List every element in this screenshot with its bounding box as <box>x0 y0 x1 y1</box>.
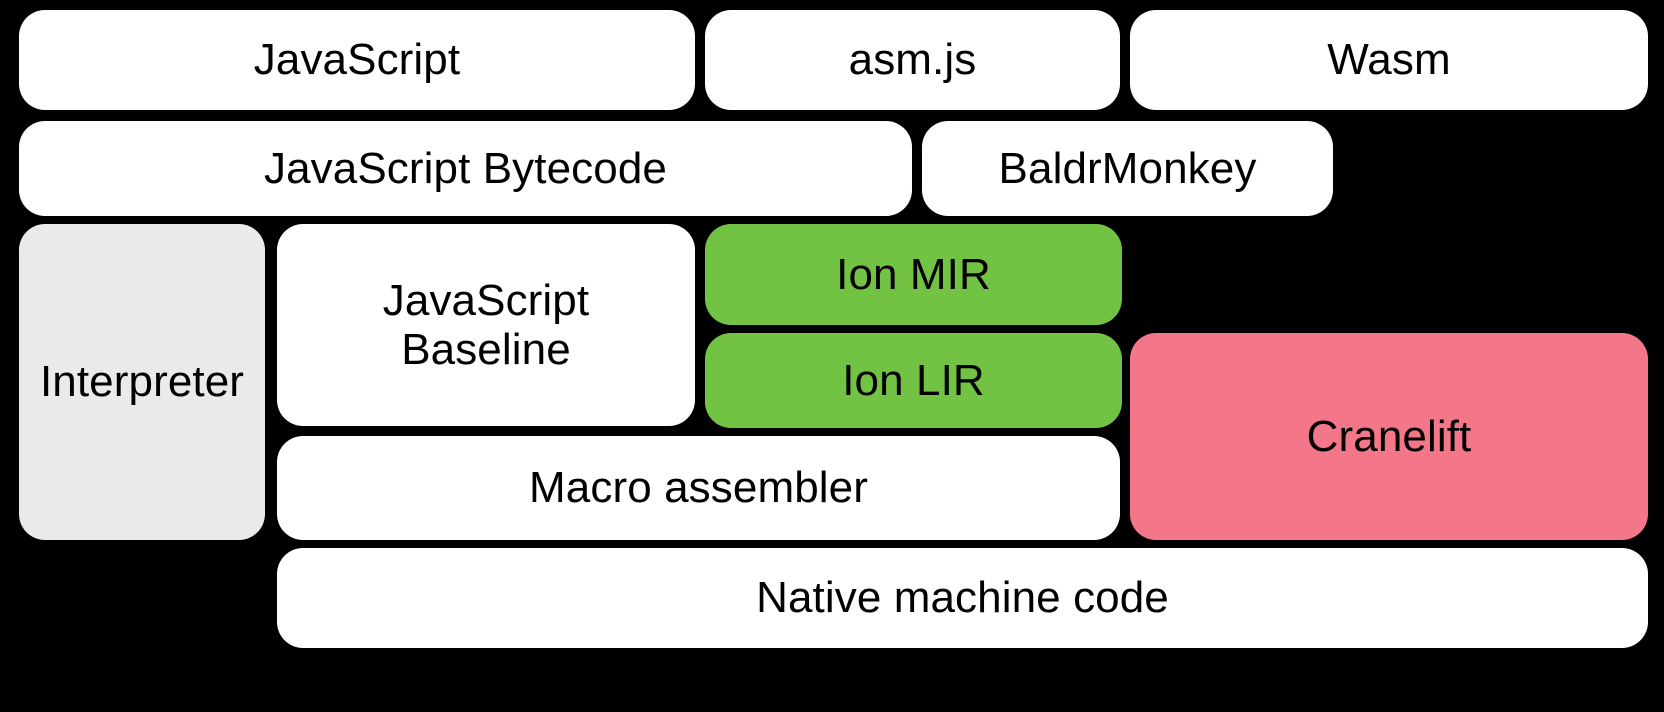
node-baldrmonkey: BaldrMonkey <box>922 121 1333 216</box>
node-javascript: JavaScript <box>19 10 695 110</box>
node-ion-mir: Ion MIR <box>705 224 1122 325</box>
node-javascript-baseline: JavaScript Baseline <box>277 224 695 426</box>
node-native-machine-code: Native machine code <box>277 548 1648 648</box>
node-macro-assembler: Macro assembler <box>277 436 1120 540</box>
node-interpreter: Interpreter <box>19 224 265 540</box>
node-cranelift: Cranelift <box>1130 333 1648 540</box>
node-asm-js: asm.js <box>705 10 1120 110</box>
node-wasm: Wasm <box>1130 10 1648 110</box>
node-ion-lir: Ion LIR <box>705 333 1122 428</box>
node-javascript-bytecode: JavaScript Bytecode <box>19 121 912 216</box>
